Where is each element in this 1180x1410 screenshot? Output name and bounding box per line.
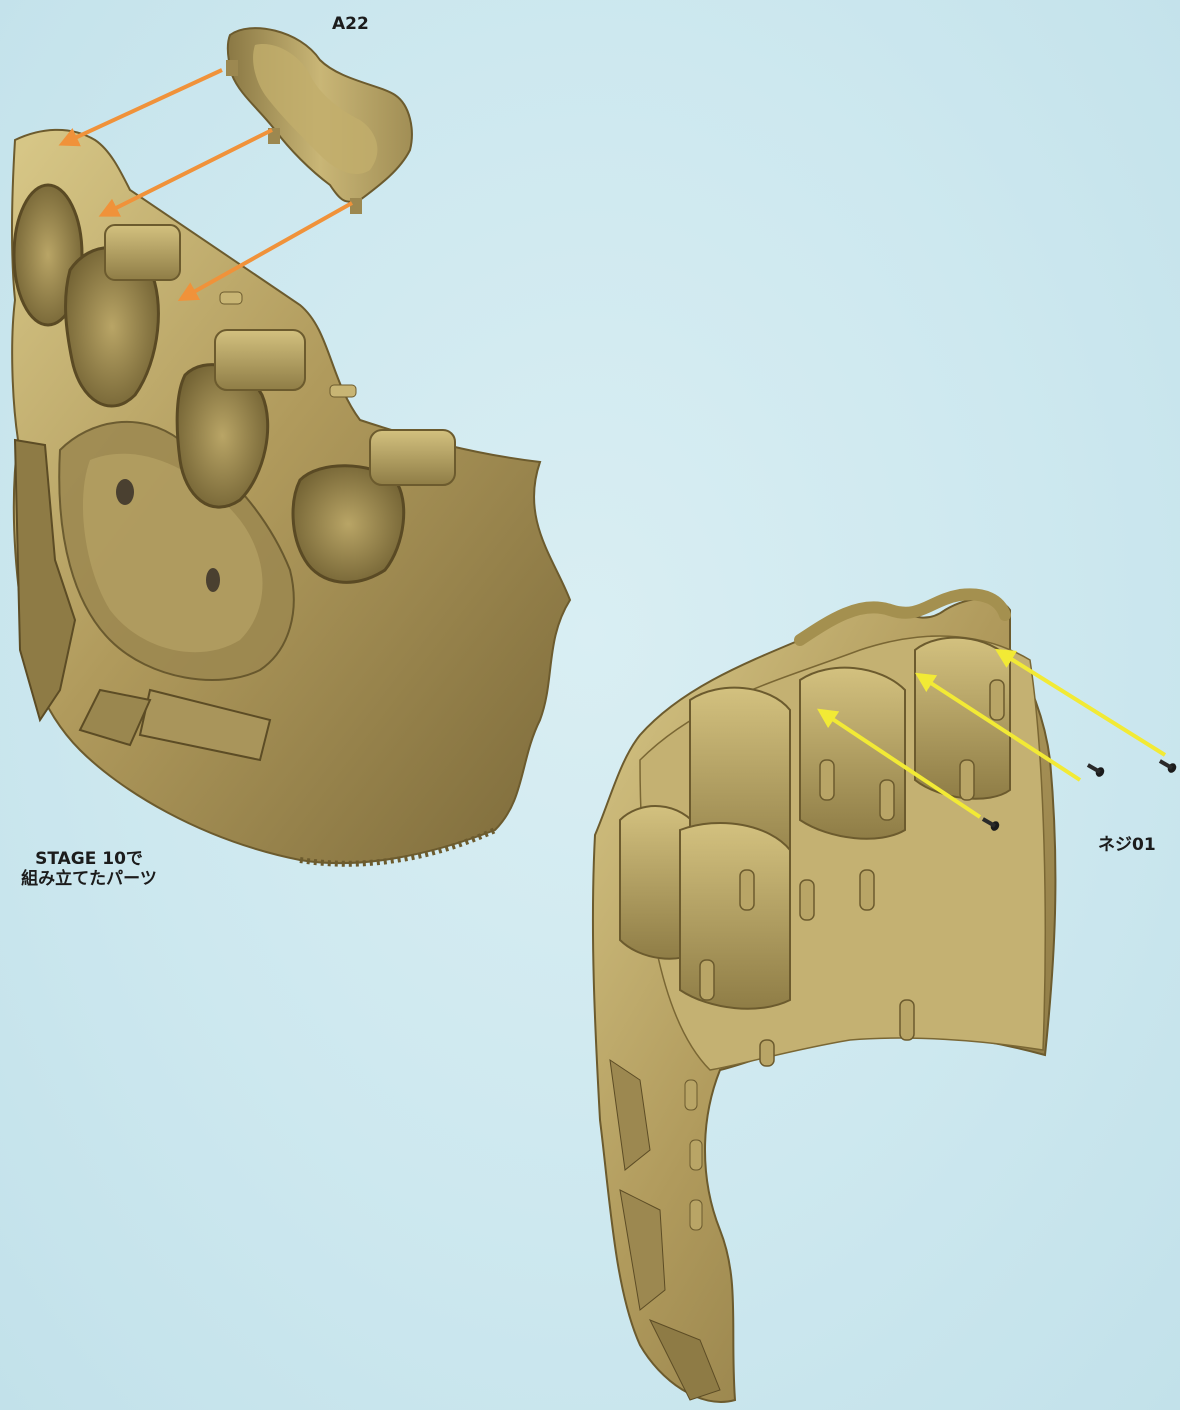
screw-label: ネジ01 xyxy=(1098,836,1156,856)
assembly-arrow xyxy=(64,70,222,143)
stage10-label-line1: STAGE 10で xyxy=(0,850,178,870)
stage10-part-label: STAGE 10で 組み立てたパーツ xyxy=(0,850,178,889)
stage10-label-line2: 組み立てたパーツ xyxy=(0,870,178,890)
stage10-assembled-part xyxy=(12,130,570,864)
part-a22-label: A22 xyxy=(332,15,369,35)
assembly-arrow xyxy=(104,130,272,214)
part-a22 xyxy=(226,28,412,214)
